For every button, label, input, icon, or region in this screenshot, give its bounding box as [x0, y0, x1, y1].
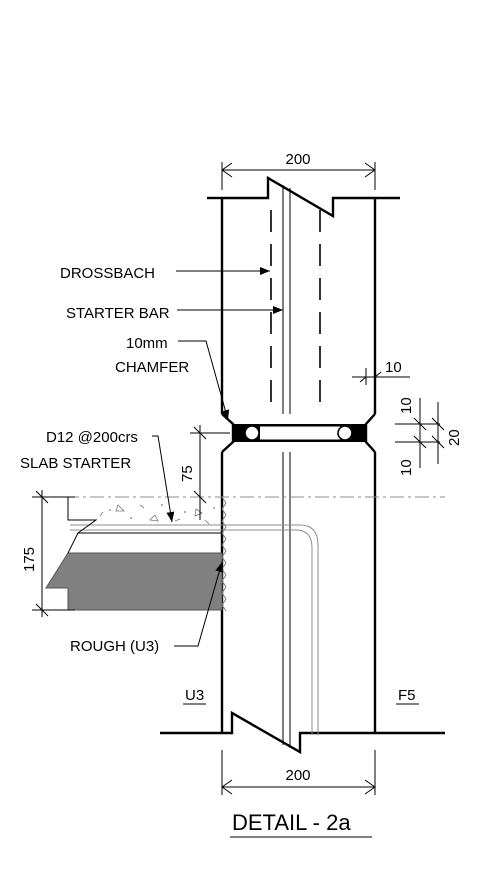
joint-dimension: 10 10 20 — [395, 397, 463, 476]
svg-text:200: 200 — [285, 767, 310, 784]
slab-starter-label: D12 @200crs SLAB STARTER — [20, 429, 175, 523]
slab-starter-bend — [70, 524, 319, 735]
slab-section — [45, 497, 223, 611]
svg-text:CHAMFER: CHAMFER — [115, 359, 189, 376]
slab-depth-dimension: 175 — [21, 490, 75, 617]
bottom-width-dimension: 200 — [221, 750, 376, 795]
svg-text:10mm: 10mm — [126, 335, 168, 352]
svg-text:D12 @200crs: D12 @200crs — [46, 429, 138, 446]
svg-text:ROUGH (U3): ROUGH (U3) — [70, 638, 159, 655]
svg-text:10: 10 — [385, 359, 402, 376]
svg-text:200: 200 — [285, 151, 310, 168]
starter-bar-label: STARTER BAR — [66, 305, 283, 322]
joint — [221, 413, 376, 453]
svg-text:20: 20 — [446, 429, 463, 446]
rough-joint — [221, 496, 227, 612]
svg-text:10: 10 — [398, 459, 415, 476]
finish-right: F5 — [396, 687, 419, 705]
svg-text:U3: U3 — [185, 687, 204, 704]
starter-height-dimension: 75 — [179, 425, 230, 520]
chamfer-dimension: 10 — [352, 359, 410, 385]
svg-text:DETAIL - 2a: DETAIL - 2a — [232, 810, 351, 835]
top-width-dimension: 200 — [221, 151, 376, 190]
svg-text:DROSSBACH: DROSSBACH — [60, 265, 155, 282]
rough-label: ROUGH (U3) — [70, 561, 224, 655]
svg-text:SLAB STARTER: SLAB STARTER — [20, 455, 131, 472]
drossbach-label: DROSSBACH — [60, 265, 270, 282]
svg-text:STARTER BAR: STARTER BAR — [66, 305, 170, 322]
svg-text:F5: F5 — [398, 687, 416, 704]
svg-text:10: 10 — [398, 397, 415, 414]
upper-wall — [207, 175, 400, 414]
bar-circle-right — [337, 425, 353, 441]
bar-circle-left — [244, 425, 260, 441]
detail-title: DETAIL - 2a — [230, 810, 372, 838]
chamfer-label: 10mm CHAMFER — [115, 335, 230, 421]
drossbach-duct — [282, 185, 291, 414]
svg-text:175: 175 — [21, 547, 38, 572]
svg-text:75: 75 — [179, 465, 196, 482]
finish-left: U3 — [183, 687, 206, 705]
